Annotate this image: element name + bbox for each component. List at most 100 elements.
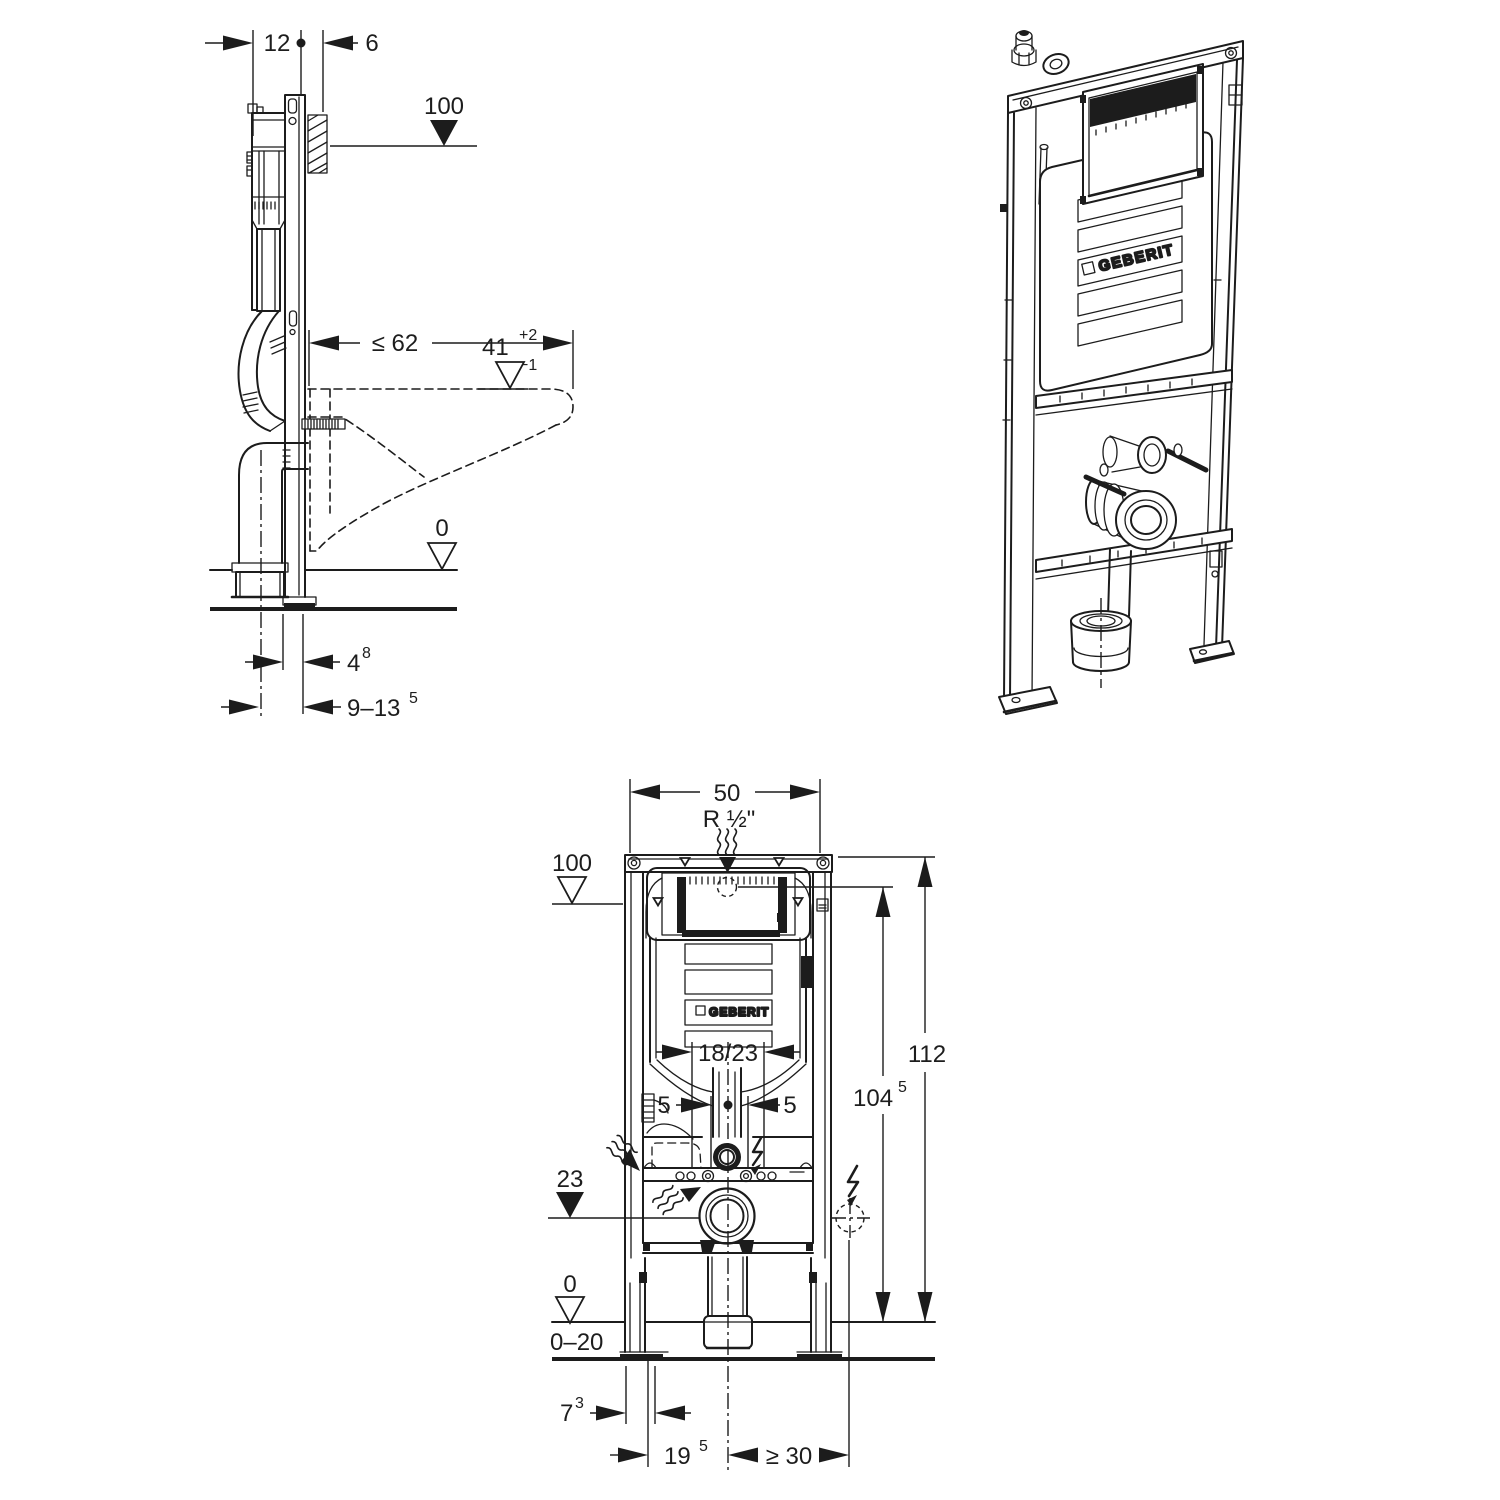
- side-datum-100: 100: [330, 93, 477, 147]
- side-cistern: [246, 103, 286, 312]
- side-dim-depth: ≤ 62: [308, 330, 574, 389]
- iso-drain-bend: [1083, 435, 1209, 550]
- arrowhead-icon: [543, 335, 573, 351]
- side-floor-lines: [209, 569, 458, 611]
- front-inspection-shaft: [645, 867, 829, 941]
- front-dim-1823-label: 18/23: [698, 1040, 758, 1067]
- water-conn-label: R ½": [703, 806, 756, 833]
- side-datum-floor: 0: [427, 515, 457, 570]
- iso-inspection-opening: [1080, 63, 1204, 205]
- front-dim-5r-label: 5: [783, 1092, 796, 1119]
- arrowhead-icon: [917, 1292, 933, 1322]
- front-dim-7-sup: 3: [575, 1395, 584, 1412]
- arrowhead-icon: [728, 1447, 758, 1463]
- arrowhead-icon: [309, 335, 339, 351]
- front-floor-range-label: 0–20: [550, 1329, 603, 1356]
- front-dim-foot: 7 3: [560, 1366, 691, 1427]
- front-floor-lines: [551, 1321, 936, 1361]
- front-dim-50-label: 50: [714, 780, 741, 807]
- front-water-connection: R ½": [703, 806, 893, 898]
- front-dim-104-label: 104: [853, 1085, 893, 1112]
- arrowhead-icon: [223, 35, 253, 51]
- side-drain-elbow: [230, 442, 309, 599]
- water-arrow-icon: [621, 1149, 640, 1171]
- arrowhead-icon: [303, 654, 333, 670]
- side-wc-bowl-outline: [307, 388, 574, 552]
- side-datum-100-label: 100: [424, 93, 464, 120]
- iso-top-bar: [1007, 40, 1244, 114]
- front-cistern-tank: GEBERIT: [649, 937, 813, 1107]
- side-wall-section-hatch: [307, 114, 328, 174]
- arrowhead-icon: [303, 699, 333, 715]
- datum-open-triangle-icon: [557, 876, 587, 904]
- front-view: GEBERIT: [548, 779, 946, 1470]
- front-datum-outlet: 23: [548, 1166, 700, 1219]
- front-water-symbols: [605, 1133, 701, 1217]
- side-datum-0-label: 0: [435, 515, 448, 542]
- arrowhead-icon: [655, 1405, 685, 1421]
- front-datum-floor: 0 0–20: [550, 1271, 603, 1356]
- side-dim-outlet-range: 9–13 5: [221, 690, 418, 722]
- iso-inlet-fitting: [1011, 30, 1070, 75]
- rail-mark-triangle-icon: [679, 857, 691, 867]
- front-dim-width: 50: [629, 779, 821, 853]
- side-dim-12-label: 12: [264, 30, 291, 57]
- arrowhead-icon: [917, 857, 933, 887]
- arrowhead-icon: [875, 887, 891, 917]
- front-dim-total-height: 112: [838, 856, 946, 1322]
- water-arrow-icon: [680, 1187, 701, 1202]
- side-flush-bend: [237, 310, 287, 432]
- side-mounting-rail: [282, 94, 317, 608]
- side-dim-4-label: 4: [347, 650, 360, 677]
- side-view: 12 6 100 ≤ 62 41 +2 −1 0: [205, 30, 574, 722]
- water-inlet-arrow-icon: [719, 857, 736, 873]
- water-squiggle-icon: [651, 1183, 685, 1217]
- front-dim-ge30-label: ≥ 30: [766, 1443, 813, 1470]
- front-datum-23-label: 23: [557, 1166, 584, 1193]
- bowl-height-value: 41: [482, 334, 509, 361]
- bowl-height-tol-plus: +2: [519, 327, 537, 344]
- side-dim-913-label: 9–13: [347, 695, 400, 722]
- iso-floor-collar: [1070, 548, 1132, 688]
- isometric-view: GEBERIT: [998, 30, 1244, 715]
- front-datum-0-label: 0: [563, 1271, 576, 1298]
- front-logo-text: GEBERIT: [709, 1005, 769, 1019]
- front-dim-104-sup: 5: [898, 1079, 907, 1096]
- front-flush-pipe: [712, 1067, 742, 1171]
- front-electrical-symbols: [751, 1136, 870, 1238]
- arrowhead-icon: [790, 784, 820, 800]
- front-datum-100-label: 100: [552, 850, 592, 877]
- front-dim-19-label: 19: [664, 1443, 691, 1470]
- datum-open-triangle-icon: [427, 542, 457, 570]
- arrowhead-icon: [875, 1292, 891, 1322]
- iso-seal-ring: [1042, 53, 1070, 75]
- side-dim-6-label: 6: [365, 30, 378, 57]
- front-dim-112-label: 112: [908, 1041, 946, 1068]
- front-drain-socket: [703, 1256, 753, 1350]
- connection-point-dashed-circle-icon: [716, 876, 738, 898]
- side-dim-4-sup: 8: [362, 645, 371, 662]
- arrowhead-icon: [618, 1447, 648, 1463]
- rail-mark-triangle-icon: [773, 857, 785, 867]
- datum-filled-triangle-icon: [430, 120, 458, 146]
- front-dim-connection-height: 104 5: [853, 887, 907, 1322]
- arrowhead-icon: [681, 1097, 711, 1113]
- side-dim-bowl-height: 41 +2 −1: [478, 327, 537, 390]
- arrowhead-icon: [229, 699, 259, 715]
- arrowhead-icon: [253, 654, 283, 670]
- front-dim-rod-spacing: 5 5: [657, 1092, 797, 1168]
- front-dim-5l-label: 5: [657, 1092, 670, 1119]
- side-dim-top-offsets: 12 6: [205, 30, 379, 136]
- front-logo-badge: GEBERIT: [695, 1004, 769, 1020]
- side-dim-rail-depth: 4 8: [245, 614, 371, 714]
- side-threaded-rod: [301, 418, 346, 430]
- arrowhead-icon: [323, 35, 353, 51]
- front-dim-7-label: 7: [560, 1400, 573, 1427]
- lightning-bolt-icon: [846, 1164, 860, 1198]
- front-legs: [619, 1242, 843, 1360]
- arrowhead-icon: [596, 1405, 626, 1421]
- arrowhead-icon: [748, 1097, 778, 1113]
- iso-feet: [998, 640, 1235, 715]
